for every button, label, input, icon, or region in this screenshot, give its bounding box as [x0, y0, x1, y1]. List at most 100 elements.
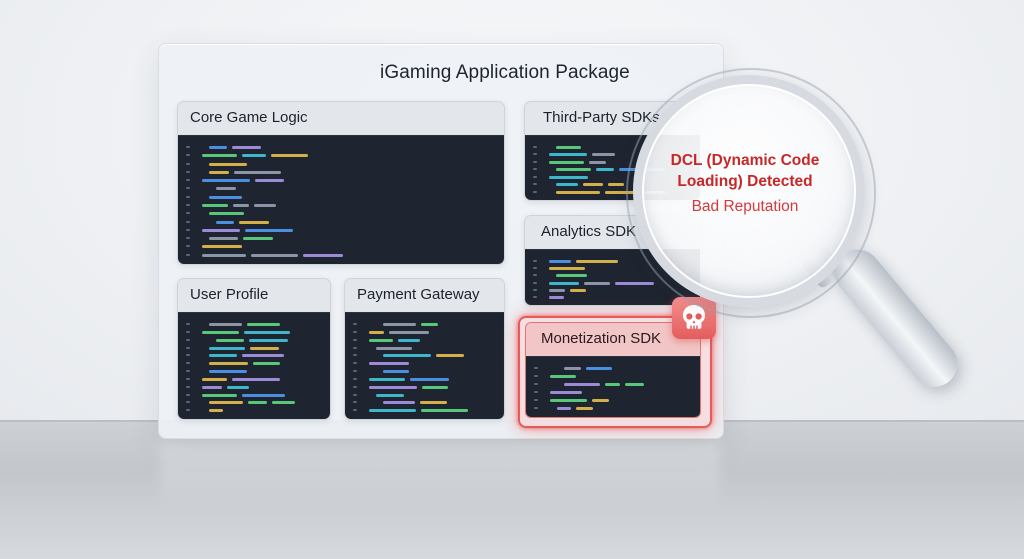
line-number: [533, 183, 537, 186]
module-title: Payment Gateway: [345, 279, 504, 311]
code-token: [209, 146, 227, 149]
module-payment-gateway[interactable]: Payment Gateway: [344, 278, 505, 420]
code-token: [202, 245, 242, 249]
module-title: Monetization SDK: [526, 323, 700, 355]
code-token: [251, 253, 298, 257]
code-token: [216, 338, 244, 342]
line-number: [534, 391, 538, 393]
code-token: [549, 260, 571, 263]
code-token: [369, 330, 384, 334]
code-token: [549, 281, 579, 285]
code-token: [592, 399, 609, 402]
code-token: [239, 220, 269, 224]
line-number: [353, 393, 357, 396]
line-number: [533, 281, 537, 284]
code-token: [202, 385, 222, 389]
line-number: [186, 154, 190, 157]
code-token: [209, 212, 244, 216]
reputation-verdict: Bad Reputation: [691, 198, 799, 215]
code-token: [564, 367, 581, 370]
code-token: [248, 401, 267, 405]
code-token: [549, 295, 564, 299]
code-token: [233, 204, 249, 207]
code-token: [250, 346, 279, 350]
line-number: [186, 362, 190, 365]
code-token: [209, 346, 245, 350]
code-token: [421, 409, 468, 413]
module-core-game-logic[interactable]: Core Game Logic: [177, 101, 505, 265]
line-number: [186, 370, 190, 372]
line-number: [353, 354, 357, 357]
code-token: [556, 168, 591, 172]
table-reflection: [160, 440, 720, 510]
code-token: [369, 377, 405, 381]
line-number: [533, 295, 537, 298]
code-token: [376, 393, 404, 397]
code-token: [247, 323, 280, 326]
code-token: [227, 385, 249, 389]
code-token: [389, 330, 429, 334]
line-number: [186, 330, 190, 333]
code-token: [420, 401, 447, 405]
code-token: [234, 170, 281, 174]
code-token: [576, 260, 618, 263]
code-token: [209, 354, 237, 358]
line-number: [186, 323, 190, 325]
line-number: [353, 370, 357, 372]
line-number: [353, 377, 357, 380]
line-number: [353, 401, 357, 404]
code-token: [255, 179, 284, 183]
code-token: [592, 153, 615, 157]
code-token: [383, 370, 409, 373]
code-token: [253, 362, 280, 366]
code-token: [576, 407, 593, 410]
line-number: [186, 385, 190, 388]
code-token: [586, 367, 612, 370]
code-token: [202, 228, 240, 232]
line-number: [186, 146, 190, 148]
module-monetization-sdk[interactable]: Monetization SDK: [525, 322, 701, 418]
code-token: [202, 154, 237, 158]
code-token: [216, 220, 234, 224]
line-number: [533, 175, 537, 178]
code-token: [398, 338, 420, 342]
code-token: [216, 187, 236, 191]
line-number: [353, 338, 357, 341]
line-number: [533, 260, 537, 262]
line-number: [533, 146, 537, 148]
code-token: [243, 237, 273, 241]
code-token: [556, 190, 600, 194]
code-token: [272, 401, 295, 405]
code-token: [209, 409, 223, 413]
code-token: [383, 354, 431, 358]
line-number: [533, 274, 537, 277]
line-number: [533, 168, 537, 171]
code-token: [549, 267, 585, 271]
line-number: [186, 204, 190, 206]
line-number: [353, 346, 357, 349]
code-token: [249, 338, 288, 342]
line-number: [533, 160, 537, 163]
line-number: [186, 377, 190, 380]
code-token: [589, 160, 606, 164]
code-token: [202, 330, 239, 334]
code-token: [556, 183, 578, 187]
line-number: [534, 407, 538, 409]
code-token: [410, 377, 449, 381]
line-number: [353, 330, 357, 333]
line-number: [534, 399, 538, 401]
code-token: [242, 154, 266, 158]
line-number: [533, 190, 537, 193]
code-token: [605, 190, 636, 194]
code-token: [550, 391, 582, 394]
code-token: [596, 168, 614, 172]
line-number: [186, 187, 190, 190]
code-token: [584, 281, 610, 285]
code-token: [605, 383, 620, 386]
code-token: [625, 383, 644, 386]
line-number: [353, 409, 357, 412]
module-user-profile[interactable]: User Profile: [177, 278, 331, 420]
line-number: [534, 375, 538, 377]
code-token: [421, 323, 438, 326]
code-token: [242, 354, 284, 358]
